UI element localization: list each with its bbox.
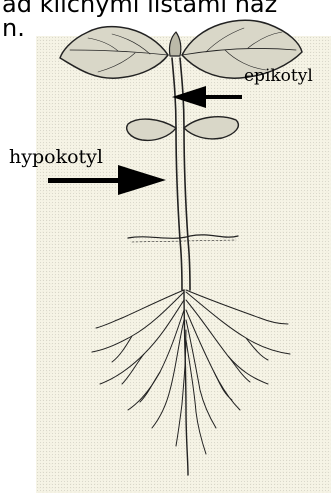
left-cotyledon bbox=[127, 119, 176, 140]
right-cotyledon bbox=[184, 117, 238, 139]
hypocotyl-label: hypokotyl bbox=[9, 146, 103, 168]
lateral-roots bbox=[92, 290, 290, 454]
soil-line bbox=[128, 235, 238, 238]
main-root bbox=[184, 290, 188, 475]
hypocotyl-stem bbox=[176, 128, 182, 290]
hypocotyl-arrow bbox=[48, 165, 166, 195]
epicotyl-stem bbox=[172, 58, 176, 128]
epicotyl-label: epikotyl bbox=[244, 66, 313, 86]
